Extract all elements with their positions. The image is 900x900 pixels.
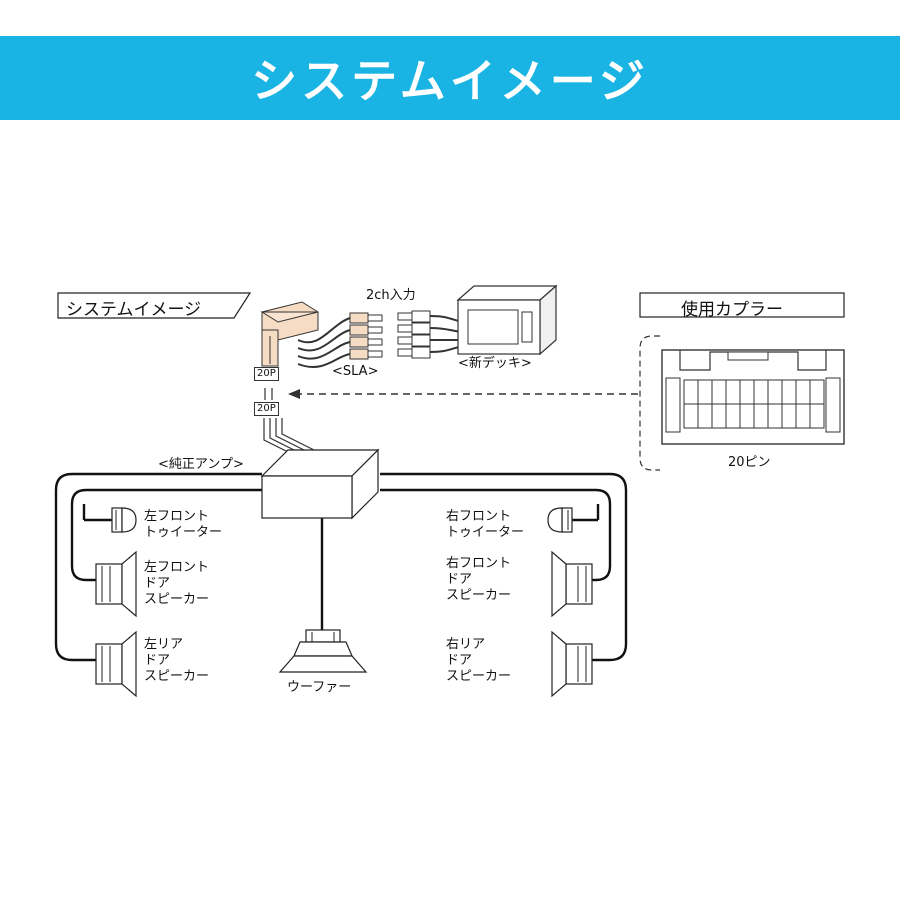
coupler-pin-cell [697, 379, 713, 405]
right-tweeter-label: 右フロント トゥイーター [446, 509, 525, 540]
coupler-pin-grid [683, 379, 825, 429]
tag-20p-lower: 20P [254, 402, 279, 416]
left-tweeter [111, 507, 137, 533]
left-front-door-label: 左フロント ドア スピーカー [144, 560, 210, 607]
coupler-pin-cell [781, 379, 797, 405]
coupler-pin-cell [725, 379, 741, 405]
left-rear-door-label: 左リア ドア スピーカー [144, 637, 210, 684]
coupler-pin-label: 20ピン [728, 455, 771, 470]
coupler-pin-cell [809, 403, 825, 429]
right-rear-door-label: 右リア ドア スピーカー [446, 637, 512, 684]
coupler-pin-cell [753, 403, 769, 429]
coupler-pin-cell [795, 403, 811, 429]
coupler-pin-cell [739, 403, 755, 429]
left-rear-door-speaker [95, 630, 137, 698]
woofer-speaker [278, 629, 368, 673]
coupler-pin-cell [683, 403, 699, 429]
right-front-door-label: 右フロント ドア スピーカー [446, 556, 512, 603]
coupler-arrow-head [288, 389, 300, 399]
tag-20p-upper: 20P [254, 367, 279, 381]
coupler-pin-cell [767, 403, 783, 429]
coupler-pin-cell [697, 403, 713, 429]
right-rear-door-speaker [551, 630, 593, 698]
banner-title: システムイメージ [251, 54, 649, 108]
sla-adapter [260, 301, 383, 368]
coupler-pin-cell [683, 379, 699, 405]
woofer-label: ウーファー [287, 680, 352, 695]
coupler-pin-cell [795, 379, 811, 405]
coupler-pin-cell [711, 379, 727, 405]
sla-label: <SLA> [332, 364, 379, 379]
left-tweeter-label: 左フロント トゥイーター [144, 509, 223, 540]
factory-amp [260, 448, 380, 520]
title-banner: システムイメージ [0, 36, 900, 120]
amp-harness [263, 388, 319, 459]
section-title: システムイメージ [66, 300, 202, 320]
right-front-door-speaker [551, 550, 593, 618]
coupler-title: 使用カプラー [681, 300, 783, 320]
new-deck-unit [456, 284, 558, 356]
coupler-pin-cell [725, 403, 741, 429]
coupler-pin-cell [781, 403, 797, 429]
deck-rca-plugs [397, 310, 463, 359]
coupler-pin-cell [753, 379, 769, 405]
left-front-door-speaker [95, 550, 137, 618]
coupler-bracket [639, 335, 660, 471]
section-title-frame [57, 292, 252, 319]
coupler-20pin [661, 349, 845, 445]
speaker-wiring [54, 472, 628, 662]
amp-label: <純正アンプ> [158, 457, 244, 472]
input-label: 2ch入力 [366, 288, 416, 303]
coupler-pin-cell [739, 379, 755, 405]
coupler-pin-cell [711, 403, 727, 429]
coupler-pin-cell [809, 379, 825, 405]
right-tweeter [547, 507, 573, 533]
coupler-pin-cell [767, 379, 783, 405]
coupler-title-frame [639, 292, 845, 318]
deck-label: <新デッキ> [458, 356, 532, 371]
